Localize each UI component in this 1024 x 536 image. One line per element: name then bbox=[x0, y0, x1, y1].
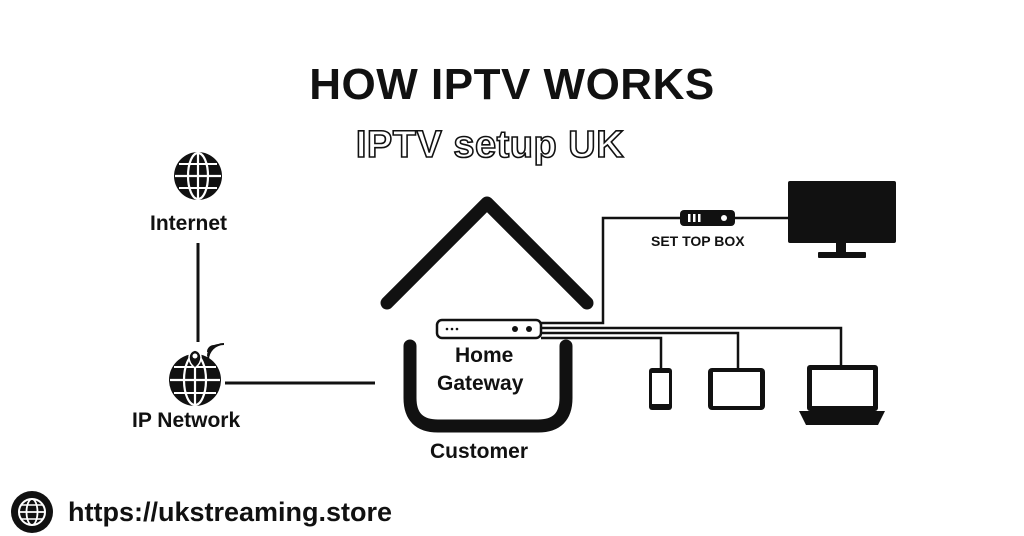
customer-label: Customer bbox=[430, 440, 529, 463]
home-gateway-label-line1: Home bbox=[455, 344, 514, 367]
home-gateway-label-line2: Gateway bbox=[437, 372, 524, 395]
set-top-box-label: SET TOP BOX bbox=[651, 233, 745, 249]
house-roof-icon bbox=[380, 196, 594, 310]
router-icon bbox=[435, 318, 543, 340]
network-globe-icon bbox=[169, 349, 221, 407]
tablet-icon bbox=[708, 368, 765, 410]
footer-globe-icon bbox=[11, 491, 53, 533]
set-top-box-icon bbox=[680, 210, 735, 226]
page-title: HOW IPTV WORKS bbox=[309, 60, 715, 109]
gateway-cables bbox=[541, 216, 843, 368]
phone-icon bbox=[649, 368, 672, 410]
internet-label: Internet bbox=[150, 212, 228, 235]
wifi-icon bbox=[207, 343, 225, 361]
house-body bbox=[403, 339, 573, 433]
page-subtitle: IPTV setup UK bbox=[355, 123, 625, 167]
laptop-icon bbox=[799, 365, 885, 425]
globe-icon bbox=[174, 151, 222, 201]
tv-icon bbox=[788, 181, 896, 258]
ip-network-label: IP Network bbox=[132, 409, 241, 432]
footer-url-link[interactable]: https://ukstreaming.store bbox=[68, 497, 393, 527]
